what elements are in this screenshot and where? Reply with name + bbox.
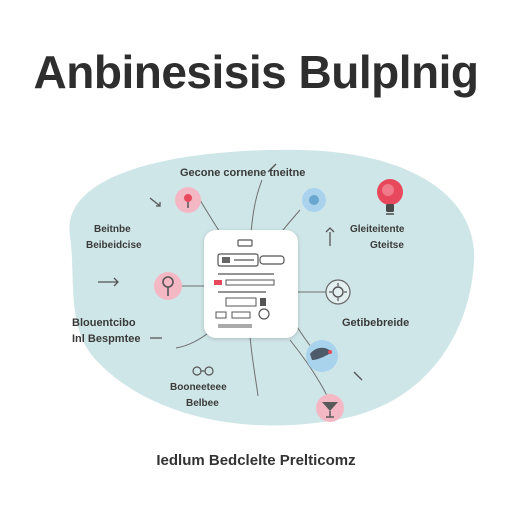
globe-icon	[302, 188, 326, 212]
gear-icon	[325, 279, 351, 305]
label-left-lower-1: Blouentcibo	[72, 317, 136, 329]
page-title: Anbinesisis Bulplnig	[33, 46, 479, 98]
pin-icon	[175, 187, 201, 213]
label-left-lower-2: Inl Bespmtee	[72, 333, 141, 345]
center-card	[204, 230, 298, 338]
label-bottom-2: Belbee	[186, 398, 219, 409]
label-right-upper-1: Gleiteitente	[350, 224, 405, 235]
label-top: Gecone cornene tneitne	[180, 167, 306, 179]
glasses-icon	[192, 366, 214, 376]
footer-caption: Iedlum Bedclelte Prelticomz	[156, 452, 356, 469]
label-left-upper-2: Beibeidcise	[86, 240, 142, 251]
arrow-marks	[98, 163, 363, 381]
label-bottom-1: Booneeteee	[170, 382, 227, 393]
key-icon	[154, 272, 182, 300]
bird-icon	[306, 340, 338, 372]
label-right-upper-2: Gteitse	[370, 240, 404, 251]
label-left-upper-1: Beitnbe	[94, 224, 131, 235]
cocktail-icon	[316, 394, 344, 422]
document-icon	[214, 239, 285, 328]
label-right-lower: Getibebreide	[342, 317, 410, 329]
lightbulb-icon	[377, 179, 403, 215]
